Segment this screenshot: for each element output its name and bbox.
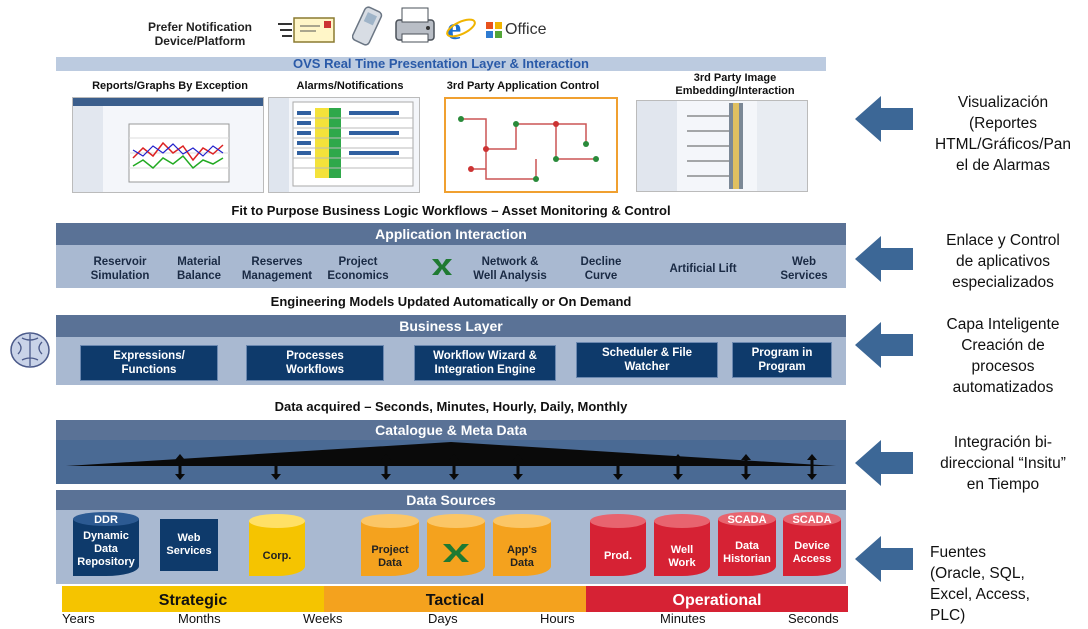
annotation-enlace: Enlace y Control de aplicativos especial… [946, 232, 1060, 291]
app-item-artificial-lift: Artificial Lift [669, 263, 737, 275]
arrow-left-icon [855, 536, 913, 582]
annotation-capa: Capa Inteligente Creación de procesos au… [946, 316, 1060, 396]
alarms-table-thumbnail [269, 98, 414, 192]
tick-seconds: Seconds [788, 611, 839, 626]
bl-expressions: Expressions/Functions [80, 345, 218, 381]
reports-screenshot [72, 97, 264, 193]
wellbore-thumbnail [637, 101, 807, 191]
excel-icon [443, 544, 469, 562]
arrow-left-icon [855, 440, 913, 486]
notification-label: Prefer Notification Device/Platform [147, 20, 252, 48]
brain-icon [10, 332, 50, 368]
office-icon: Office [485, 20, 547, 40]
data-caption: Data acquired – Seconds, Minutes, Hourly… [274, 399, 628, 414]
application-interaction-title: Application Interaction [56, 223, 846, 245]
timeline-operational: Operational [586, 586, 848, 612]
panel-label-app-control: 3rd Party Application Control [446, 80, 600, 92]
arrow-left-icon [855, 236, 913, 282]
app-item-network: Network &Well Analysis [473, 256, 547, 282]
app-control-screenshot [444, 97, 618, 193]
network-diagram-thumbnail [458, 116, 599, 182]
reports-chart-thumbnail [73, 98, 263, 192]
prod-cylinder: Prod. [590, 514, 646, 576]
data-sources-title: Data Sources [56, 490, 846, 510]
arrow-left-icon [855, 322, 913, 368]
catalogue-graphic [56, 440, 846, 484]
ie-icon: e [446, 12, 476, 44]
timeline-strategic: Strategic [62, 586, 324, 612]
annotation-fuentes: Fuentes (Oracle, SQL, Excel, Access, PLC… [930, 544, 1030, 624]
tick-minutes: Minutes [660, 611, 706, 626]
catalogue-section: Catalogue & Meta Data [56, 420, 846, 484]
workflow-caption: Fit to Purpose Business Logic Workflows … [231, 203, 671, 218]
annotation-visualizacion: Visualización (Reportes HTML/Gráficos/Pa… [934, 94, 1072, 174]
tick-hours: Hours [540, 611, 575, 626]
alarms-screenshot [268, 97, 420, 193]
excel-icon [432, 259, 452, 275]
envelope-icon [278, 17, 335, 43]
fax-icon [395, 7, 435, 43]
business-layer-section: Business Layer Expressions/Functions Pro… [56, 315, 846, 385]
corp-cylinder: Corp. [249, 514, 305, 576]
panel-label-reports: Reports/Graphs By Exception [92, 80, 248, 92]
presentation-title: OVS Real Time Presentation Layer & Inter… [56, 57, 826, 71]
models-caption: Engineering Models Updated Automatically… [270, 294, 632, 309]
tick-years: Years [62, 611, 95, 626]
tick-days: Days [428, 611, 458, 626]
bidirectional-arrows [175, 454, 817, 480]
image-embedding-screenshot [636, 100, 808, 192]
phone-icon [352, 6, 383, 46]
excel-cylinder [427, 514, 485, 576]
tick-months: Months [178, 611, 221, 626]
panel-label-alarms: Alarms/Notifications [296, 80, 404, 92]
arrow-left-icon [855, 96, 913, 142]
catalogue-title: Catalogue & Meta Data [56, 420, 846, 440]
ddr-cylinder: DDR Dynamic Data Repository [73, 512, 139, 576]
annotation-integracion: Integración bi- direccional “Insitu” en … [940, 434, 1066, 493]
bl-workflow-wizard: Workflow Wizard &Integration Engine [414, 345, 556, 381]
business-layer-title: Business Layer [56, 315, 846, 337]
tick-weeks: Weeks [303, 611, 343, 626]
timeline-tactical: Tactical [324, 586, 586, 612]
panel-label-image: 3rd Party Image Embedding/Interaction [675, 72, 795, 97]
office-logo-icon [486, 22, 502, 38]
